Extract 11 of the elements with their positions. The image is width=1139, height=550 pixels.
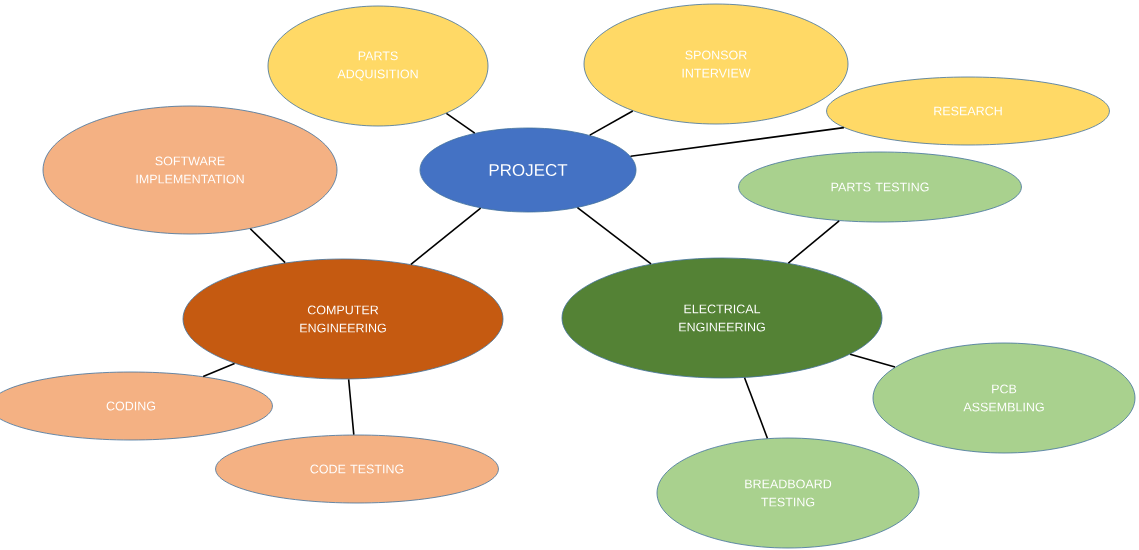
connector-line bbox=[347, 378, 355, 436]
connector-line bbox=[589, 110, 634, 136]
connector-line bbox=[743, 377, 769, 440]
connector-line bbox=[249, 227, 286, 264]
connector-line bbox=[629, 126, 845, 158]
connector-line bbox=[787, 220, 840, 264]
connector-line bbox=[576, 206, 652, 265]
connector-line bbox=[410, 207, 482, 266]
connector-line bbox=[445, 112, 476, 134]
connector-line bbox=[849, 353, 896, 368]
connector-line bbox=[202, 362, 236, 378]
